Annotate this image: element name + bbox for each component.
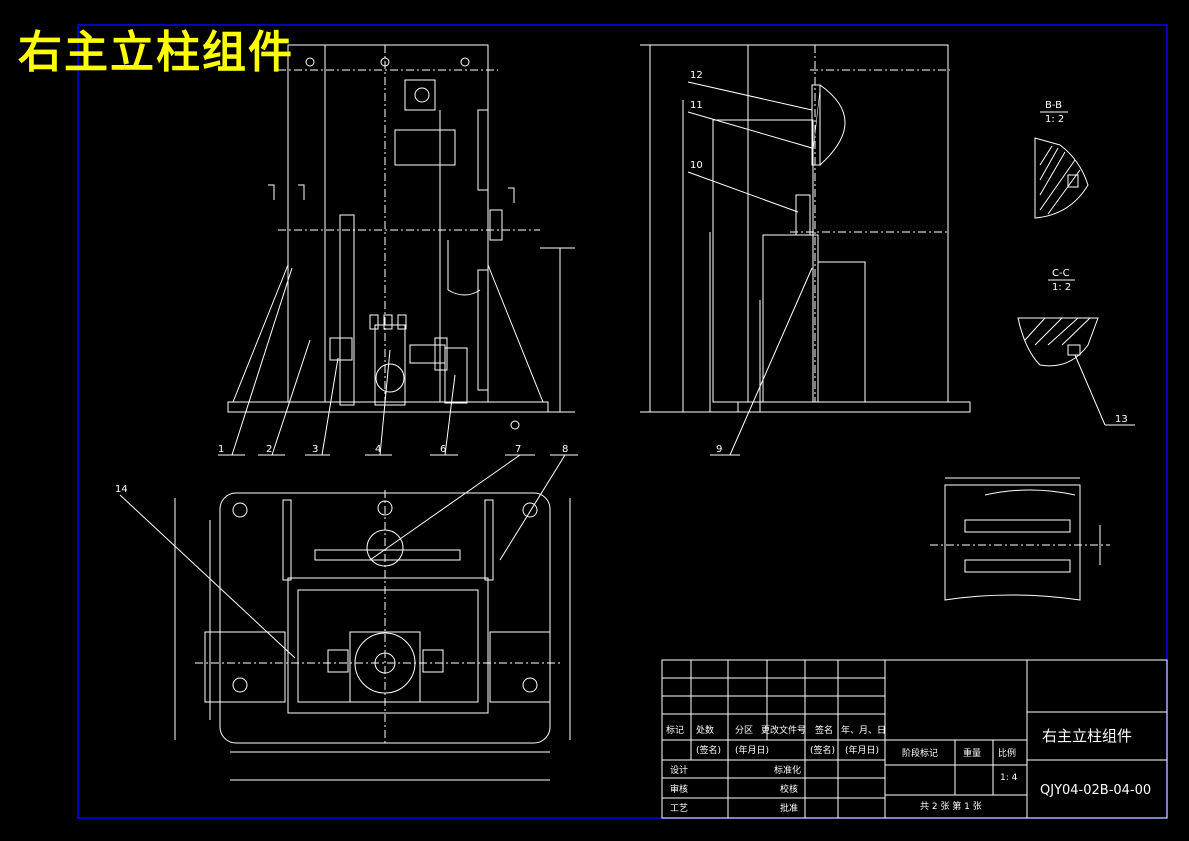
front-view: [227, 44, 575, 430]
tb-header-date: 年、月、日: [841, 724, 886, 736]
tb-header-change: 更改文件号: [761, 724, 806, 736]
tb-role-standard: 标准化: [774, 764, 801, 776]
balloon-14: 14: [115, 484, 128, 495]
plan-view: [119, 490, 571, 781]
tb-header-sign: 签名: [815, 724, 833, 736]
tb-sheets: 共 2 张 第 1 张: [920, 800, 982, 812]
tb-date-2: (年月日): [845, 744, 879, 756]
tb-sign-2: (签名): [810, 744, 835, 756]
balloon-2: 2: [266, 444, 272, 455]
tb-role-process: 工艺: [670, 803, 688, 814]
tb-stage-label: 阶段标记: [902, 747, 938, 759]
balloon-10: 10: [690, 160, 703, 171]
section-b-label: B-B: [1045, 100, 1062, 111]
tb-scale-label: 比例: [998, 747, 1016, 759]
balloon-12: 12: [690, 70, 703, 81]
tb-sign-1: (签名): [696, 744, 721, 756]
tb-header-zone: 分区: [735, 725, 753, 736]
side-view: [640, 44, 971, 456]
page-title: 右主立柱组件: [18, 27, 294, 78]
section-b-shape: [1034, 137, 1089, 219]
tb-date-1: (年月日): [735, 744, 769, 756]
balloon-8: 8: [562, 444, 568, 455]
balloon-7: 7: [515, 444, 521, 455]
balloon-1: 1: [218, 444, 224, 455]
tb-role-design: 设计: [670, 764, 688, 776]
front-balloon-lines: [218, 267, 578, 561]
tb-header-count: 处数: [696, 724, 714, 736]
section-c-label: C-C: [1052, 268, 1070, 279]
drawing-border: [77, 24, 1168, 819]
tb-drawing-name: 右主立柱组件: [1042, 727, 1132, 745]
balloon-11: 11: [690, 100, 703, 111]
balloon-4: 4: [375, 444, 381, 455]
tb-scale-value: 1: 4: [1000, 773, 1018, 783]
balloon-9: 9: [716, 444, 722, 455]
section-c-shape: [1017, 317, 1135, 426]
balloon-3: 3: [312, 444, 318, 455]
tb-header-mark: 标记: [666, 724, 684, 736]
balloon-6: 6: [440, 444, 446, 455]
tb-role-review: 审核: [670, 783, 688, 795]
balloon-13: 13: [1115, 414, 1128, 425]
section-c-scale: 1: 2: [1052, 282, 1071, 293]
tb-weight-label: 重量: [963, 747, 981, 759]
detail-view: [930, 477, 1110, 601]
tb-role-approve: 批准: [780, 802, 798, 814]
section-b-scale: 1: 2: [1045, 114, 1064, 125]
tb-role-check: 校核: [780, 783, 798, 795]
title-block-lines: [661, 659, 1168, 819]
tb-drawing-number: QJY04-02B-04-00: [1040, 783, 1151, 798]
